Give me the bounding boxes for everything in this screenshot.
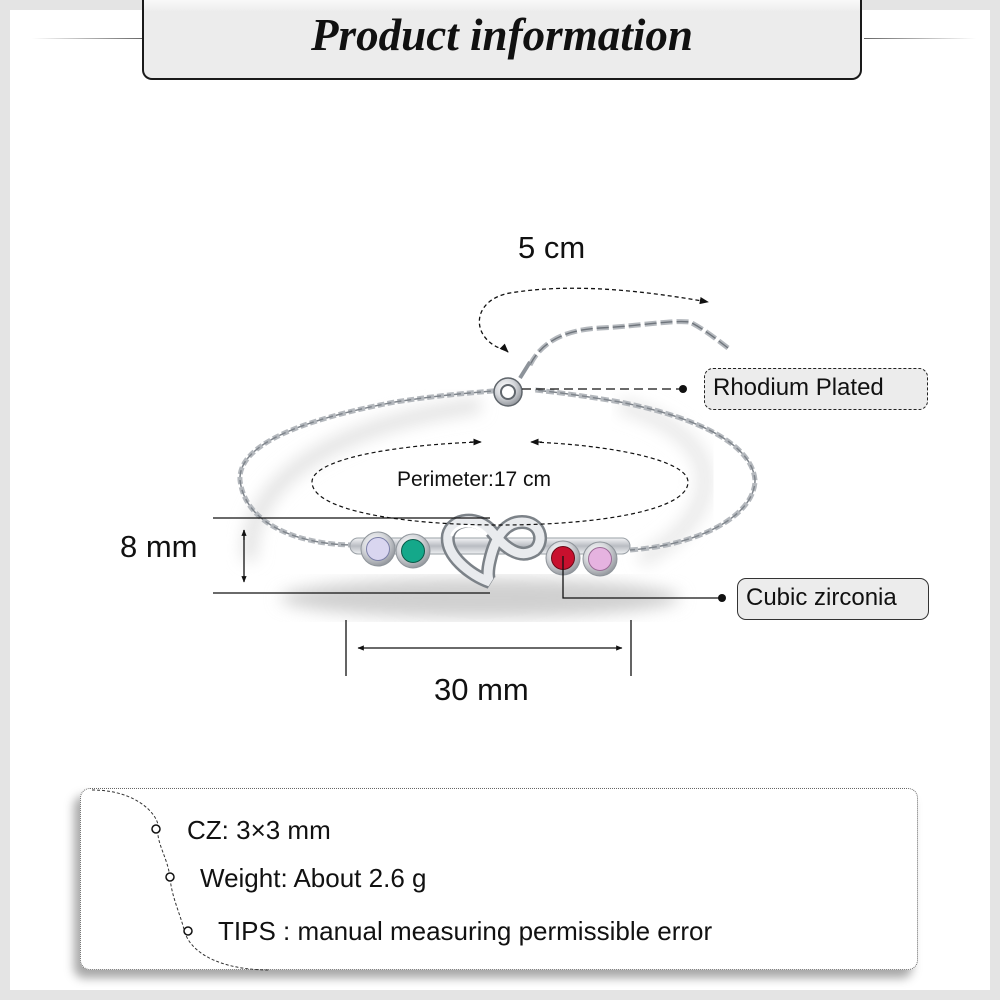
specs-connector — [91, 789, 271, 971]
cubic-zirconia-callout: Cubic zirconia — [737, 578, 929, 620]
page-title: Product information — [310, 9, 693, 60]
stone-bezel-1 — [360, 531, 396, 567]
charm — [349, 513, 631, 589]
bracelet-shadow — [242, 398, 712, 618]
heart-knot — [440, 513, 548, 589]
perimeter-indicator — [311, 438, 689, 526]
title-divider-right — [864, 38, 976, 39]
spec-cz-size: CZ: 3×3 mm — [187, 815, 331, 845]
gemstone-1 — [366, 537, 390, 561]
rhodium-plated-callout: Rhodium Plated — [704, 368, 928, 410]
bullet-icon — [183, 926, 193, 936]
charm-width-label: 30 mm — [434, 672, 529, 707]
rhodium-callout-leader — [522, 385, 687, 393]
spring-ring-clasp — [493, 377, 523, 407]
gemstone-2 — [401, 539, 425, 563]
cz-callout-leader — [562, 556, 726, 602]
width-dimension — [345, 620, 632, 676]
specs-panel: CZ: 3×3 mm Weight: About 2.6 g TIPS : ma… — [80, 788, 918, 971]
height-dimension — [213, 517, 490, 594]
stone-bezel-2 — [395, 533, 431, 569]
title-banner: Product information — [142, 0, 862, 80]
title-divider-left — [32, 38, 144, 39]
perimeter-label: Perimeter:17 cm — [397, 468, 552, 491]
extender-dimension-arrow — [478, 287, 709, 353]
spec-tips: TIPS : manual measuring permissible erro… — [218, 916, 713, 946]
charm-height-label: 8 mm — [120, 529, 198, 564]
spec-weight: Weight: About 2.6 g — [200, 863, 427, 893]
bullet-icon — [165, 872, 175, 882]
bracelet-chain — [237, 319, 758, 553]
stone-bezel-4 — [582, 541, 618, 577]
bullet-icon — [151, 824, 161, 834]
extender-length-label: 5 cm — [518, 230, 586, 265]
gemstone-4 — [588, 547, 612, 571]
